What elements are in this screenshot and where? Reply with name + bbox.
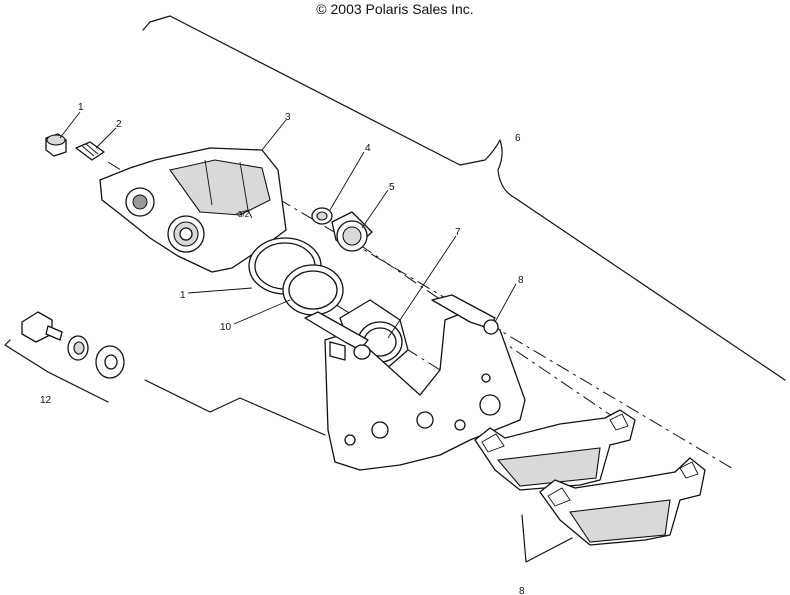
callout-3: 3	[285, 112, 291, 123]
callout-1: 1	[78, 102, 84, 113]
leader-lines	[59, 111, 517, 339]
part-2-bleeder-screw	[75, 141, 105, 161]
part-10-seal	[282, 264, 344, 316]
mounting-bracket	[324, 309, 526, 471]
part-3-caliper-body	[99, 147, 287, 273]
callout-7: 7	[455, 227, 461, 238]
callout-4: 4	[365, 143, 371, 154]
part-12-washer-b	[95, 345, 125, 379]
callout-11: 1	[180, 290, 186, 301]
callout-10: 10	[220, 322, 232, 333]
callout-8-pads: 8	[519, 586, 525, 595]
part-12-washer-a	[67, 335, 89, 361]
part-12-bolt	[21, 311, 63, 343]
part-8-pins	[304, 294, 499, 361]
part-4-pin	[311, 207, 333, 225]
callout-5: 5	[389, 182, 395, 193]
brake-pad-outer	[539, 457, 706, 546]
callout-8-pin: 8	[518, 275, 524, 286]
bracket-8-pads	[521, 514, 573, 563]
callouts: 1 2 3 4 5 6 7 8 8 10 1 12	[40, 102, 525, 595]
brake-pad-inner	[474, 409, 636, 491]
bracket-12	[4, 339, 109, 403]
callout-6: 6	[515, 133, 521, 144]
callout-2: 2	[116, 119, 122, 130]
part-1-cap	[45, 133, 67, 157]
assembly-boundary	[142, 15, 786, 436]
caliper-mark: 3/2	[238, 210, 250, 219]
part-5-boot	[331, 211, 373, 252]
callout-12: 12	[40, 395, 52, 406]
copyright-text: © 2003 Polaris Sales Inc.	[316, 1, 474, 17]
